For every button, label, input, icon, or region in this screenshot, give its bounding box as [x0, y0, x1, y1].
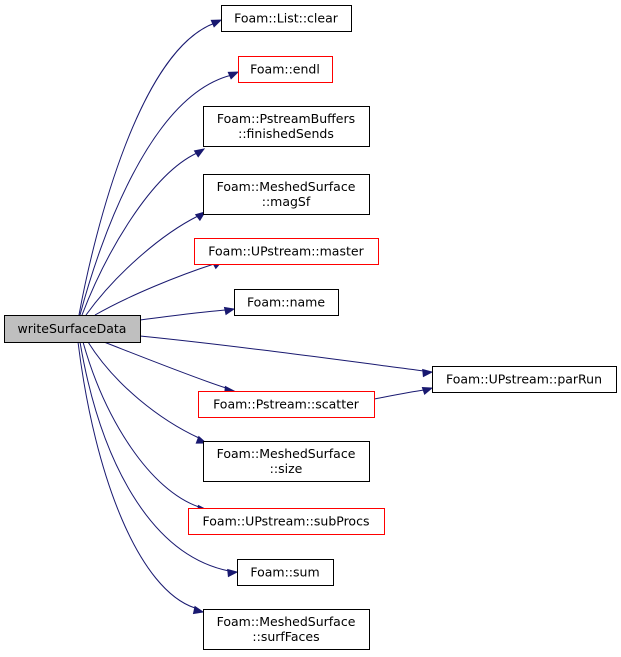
root-node[interactable]: writeSurfaceData: [4, 315, 141, 343]
edge-line: [87, 341, 200, 439]
node-box: [203, 609, 370, 650]
edge-line: [94, 263, 215, 316]
arrowhead-icon: [227, 71, 240, 80]
node-master[interactable]: Foam::UPstream::master: [194, 238, 379, 265]
arrowhead-icon: [192, 605, 205, 615]
arrowhead-icon: [421, 386, 434, 396]
edge-line: [79, 341, 230, 572]
edge-line: [139, 335, 425, 372]
node-label: Foam::List::clear: [234, 11, 339, 26]
node-label: Foam::MeshedSurface: [217, 446, 356, 461]
edge-root-to-n-name: [139, 306, 236, 321]
edge-line: [103, 341, 227, 389]
arrowhead-icon: [194, 211, 207, 222]
edge-line: [77, 341, 196, 609]
edge-line: [139, 309, 227, 321]
edge-line: [79, 74, 233, 316]
node-box: [432, 366, 617, 393]
nodes: writeSurfaceData Foam::List::clearFoam::e…: [4, 5, 617, 650]
node-subprocs[interactable]: Foam::UPstream::subProcs: [188, 508, 385, 535]
node-sum[interactable]: Foam::sum: [237, 559, 334, 586]
node-label: Foam::UPstream::parRun: [446, 372, 602, 387]
node-box: [237, 559, 334, 586]
node-parrun[interactable]: Foam::UPstream::parRun: [432, 366, 617, 393]
node-box: [198, 391, 375, 418]
node-label: Foam::Pstream::scatter: [213, 397, 360, 412]
edge-root-to-n-parrun: [139, 335, 434, 378]
node-label: Foam::endl: [250, 62, 320, 77]
edge-root-to-n-finishedsends: [81, 148, 206, 316]
node-box: [203, 174, 370, 215]
node-finishedsends[interactable]: Foam::PstreamBuffers::finishedSends: [203, 106, 370, 147]
arrowhead-icon: [422, 368, 434, 378]
node-endl[interactable]: Foam::endl: [238, 56, 333, 83]
node-label: ::size: [270, 461, 303, 476]
edge-line: [373, 389, 425, 400]
node-box: [194, 238, 379, 265]
edge-root-to-n-endl: [79, 71, 240, 316]
node-label: Foam::MeshedSurface: [217, 614, 356, 629]
node-box: [4, 315, 141, 343]
edge-line: [81, 152, 198, 316]
node-label: ::surfFaces: [252, 629, 319, 644]
edge-root-to-n-list-clear: [78, 19, 223, 316]
arrowhead-icon: [193, 148, 206, 158]
node-box: [238, 56, 333, 83]
node-scatter[interactable]: Foam::Pstream::scatter: [198, 391, 375, 418]
node-label: Foam::UPstream::master: [208, 244, 364, 259]
node-magsf[interactable]: Foam::MeshedSurface::magSf: [203, 174, 370, 215]
node-label: Foam::UPstream::subProcs: [203, 514, 370, 529]
edge-root-to-n-master: [94, 260, 224, 316]
node-name[interactable]: Foam::name: [234, 289, 339, 316]
node-list-clear[interactable]: Foam::List::clear: [221, 5, 352, 32]
edge-root-to-n-size: [87, 341, 208, 444]
node-label: Foam::PstreamBuffers: [217, 111, 355, 126]
node-label: ::finishedSends: [238, 126, 334, 141]
arrowhead-icon: [210, 19, 223, 28]
edge-root-to-n-sum: [79, 341, 239, 578]
edge-n-scatter-to-n-parrun: [373, 386, 434, 400]
node-box: [221, 5, 352, 32]
edge-line: [82, 341, 200, 508]
node-label: Foam::sum: [250, 565, 319, 580]
node-label: writeSurfaceData: [18, 321, 127, 336]
arrowhead-icon: [223, 306, 236, 316]
node-label: Foam::MeshedSurface: [217, 179, 356, 194]
node-box: [203, 441, 370, 482]
edges: [77, 19, 434, 615]
edge-root-to-n-surffaces: [77, 341, 205, 615]
node-box: [203, 106, 370, 147]
node-surffaces[interactable]: Foam::MeshedSurface::surfFaces: [203, 609, 370, 650]
node-label: Foam::name: [247, 295, 325, 310]
edge-line: [78, 22, 216, 316]
arrowhead-icon: [227, 568, 239, 578]
edge-root-to-n-magsf: [85, 211, 207, 316]
node-box: [188, 508, 385, 535]
node-label: ::magSf: [262, 194, 311, 209]
node-size[interactable]: Foam::MeshedSurface::size: [203, 441, 370, 482]
node-box: [234, 289, 339, 316]
edge-line: [85, 215, 199, 316]
